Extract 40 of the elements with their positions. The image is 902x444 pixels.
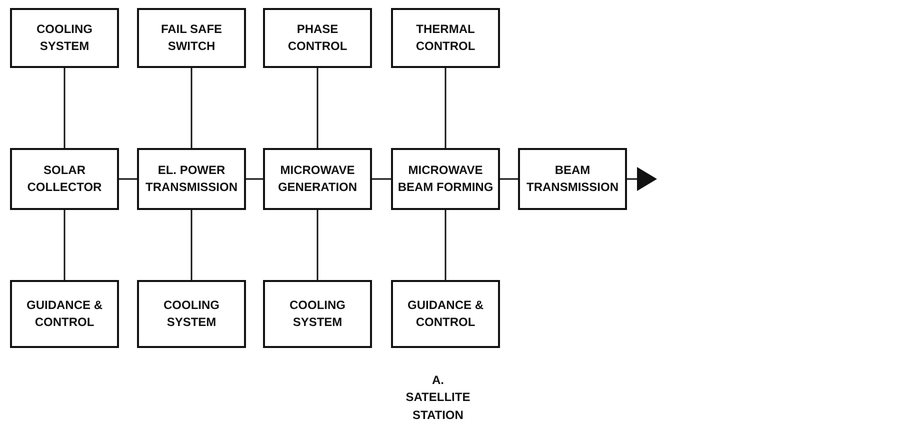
process-box (10, 148, 119, 210)
process-box (137, 280, 246, 348)
box-label: GUIDANCE & CONTROL (406, 296, 484, 331)
process-box (518, 148, 627, 210)
process-box (263, 148, 372, 210)
process-box (391, 280, 500, 348)
box-label: GUIDANCE & CONTROL (25, 296, 104, 331)
connector-line (444, 210, 446, 280)
process-box (391, 8, 500, 68)
box-label: COOLING SYSTEM (162, 296, 220, 331)
box-label: COOLING SYSTEM (36, 20, 94, 55)
box-label: FAIL SAFE SWITCH (160, 20, 224, 55)
connector-line (316, 210, 318, 280)
connector-line (64, 210, 66, 280)
caption: A. SATELLITE STATION (404, 372, 472, 424)
box-label: MICROWAVE GENERATION (276, 162, 358, 196)
connector-line (316, 68, 318, 148)
connector-line (500, 178, 518, 180)
connector-line (190, 68, 192, 148)
process-box (137, 8, 246, 68)
box-label: THERMAL CONTROL (414, 20, 476, 55)
box-label: MICROWAVE BEAM FORMING (396, 162, 494, 196)
process-box (263, 280, 372, 348)
connector-line (444, 68, 446, 148)
connector-line (246, 178, 263, 180)
box-label: COOLING SYSTEM (288, 296, 346, 331)
connector-line (190, 210, 192, 280)
connector-line (119, 178, 137, 180)
box-label: EL. POWER TRANSMISSION (144, 162, 238, 196)
process-box (10, 8, 119, 68)
box-label: BEAM TRANSMISSION (525, 162, 620, 196)
connector-line (64, 68, 66, 148)
connector-line (372, 178, 391, 180)
arrow (627, 167, 657, 191)
process-box (391, 148, 500, 210)
box-label: SOLAR COLLECTOR (26, 162, 103, 196)
box-label: PHASE CONTROL (286, 20, 348, 55)
process-box (137, 148, 246, 210)
process-box (263, 8, 372, 68)
process-box (10, 280, 119, 348)
